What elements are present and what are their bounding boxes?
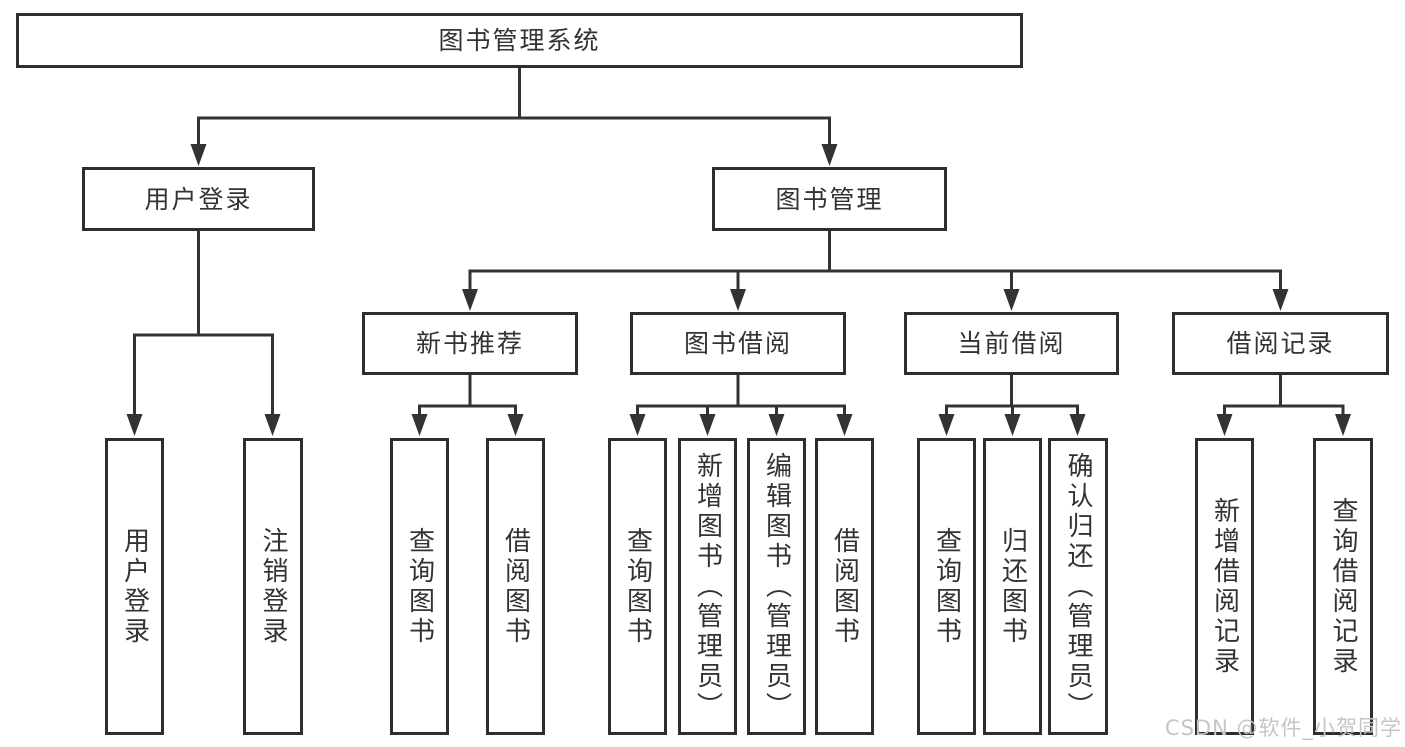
leaf-borrow-books-label: 借阅图书 — [829, 526, 860, 647]
arrow-down-icon — [1272, 289, 1289, 311]
leaf-borrow-books-recommend: 借阅图书 — [486, 438, 545, 735]
leaf-add-borrow-record-label: 新增借阅记录 — [1209, 496, 1240, 677]
leaf-return-books: 归还图书 — [983, 438, 1042, 735]
arrow-down-icon — [462, 289, 478, 311]
arrow-down-icon — [1003, 289, 1020, 311]
node-new-book-recommend: 新书推荐 — [362, 312, 578, 375]
arrow-down-icon — [1216, 414, 1233, 436]
node-book-management: 图书管理 — [712, 167, 947, 231]
leaf-add-borrow-record: 新增借阅记录 — [1195, 438, 1254, 735]
leaf-query-books-borrowing: 查询图书 — [608, 438, 667, 735]
leaf-query-borrow-record: 查询借阅记录 — [1313, 438, 1373, 735]
node-user-login: 用户登录 — [82, 167, 315, 231]
leaf-edit-books-admin: 编辑图书（管理员） — [747, 438, 806, 735]
arrow-down-icon — [699, 414, 716, 436]
leaf-query-books-recommend: 查询图书 — [390, 438, 449, 735]
node-current-borrowing-label: 当前借阅 — [957, 329, 1066, 358]
leaf-logout: 注销登录 — [243, 438, 303, 735]
arrow-down-icon — [1004, 414, 1021, 436]
leaf-query-books-borrowing-label: 查询图书 — [622, 526, 653, 647]
leaf-add-books-admin: 新增图书（管理员） — [678, 438, 737, 735]
leaf-query-books-current-label: 查询图书 — [931, 526, 962, 647]
arrow-down-icon — [730, 289, 746, 311]
node-root: 图书管理系统 — [16, 13, 1023, 68]
leaf-user-login: 用户登录 — [105, 438, 164, 735]
leaf-borrow-books-recommend-label: 借阅图书 — [500, 526, 531, 647]
node-current-borrowing: 当前借阅 — [904, 312, 1119, 375]
arrow-down-icon — [768, 414, 785, 436]
arrow-down-icon — [264, 414, 281, 436]
arrow-down-icon — [1069, 414, 1086, 436]
leaf-query-books-recommend-label: 查询图书 — [404, 526, 435, 647]
node-root-label: 图书管理系统 — [438, 26, 601, 55]
node-user-login-label: 用户登录 — [144, 184, 253, 214]
node-borrowing-records-label: 借阅记录 — [1226, 329, 1335, 358]
arrow-down-icon — [629, 414, 646, 436]
node-borrowing-records: 借阅记录 — [1172, 312, 1389, 375]
leaf-query-borrow-record-label: 查询借阅记录 — [1328, 496, 1358, 677]
arrow-down-icon — [836, 414, 853, 436]
leaf-logout-label: 注销登录 — [258, 526, 288, 647]
node-book-management-label: 图书管理 — [775, 184, 884, 214]
leaf-query-books-current: 查询图书 — [917, 438, 976, 735]
leaf-borrow-books: 借阅图书 — [815, 438, 874, 735]
arrow-down-icon — [821, 144, 838, 166]
node-book-borrowing: 图书借阅 — [630, 312, 846, 375]
arrowheads — [126, 144, 1351, 436]
leaf-confirm-return-admin: 确认归还（管理员） — [1048, 438, 1108, 735]
arrow-down-icon — [411, 414, 428, 436]
node-new-book-recommend-label: 新书推荐 — [415, 329, 524, 358]
leaf-edit-books-admin-label: 编辑图书（管理员） — [761, 451, 792, 722]
arrow-down-icon — [938, 414, 955, 436]
csdn-watermark: CSDN @软件_小贺同学 — [1164, 716, 1402, 740]
node-book-borrowing-label: 图书借阅 — [683, 329, 792, 358]
arrow-down-icon — [126, 414, 143, 436]
arrow-down-icon — [190, 144, 207, 166]
leaf-return-books-label: 归还图书 — [997, 526, 1028, 647]
arrow-down-icon — [507, 414, 524, 436]
leaf-add-books-admin-label: 新增图书（管理员） — [692, 451, 723, 722]
leaf-user-login-label: 用户登录 — [119, 526, 150, 647]
arrow-down-icon — [1335, 414, 1351, 436]
leaf-confirm-return-admin-label: 确认归还（管理员） — [1063, 451, 1093, 722]
